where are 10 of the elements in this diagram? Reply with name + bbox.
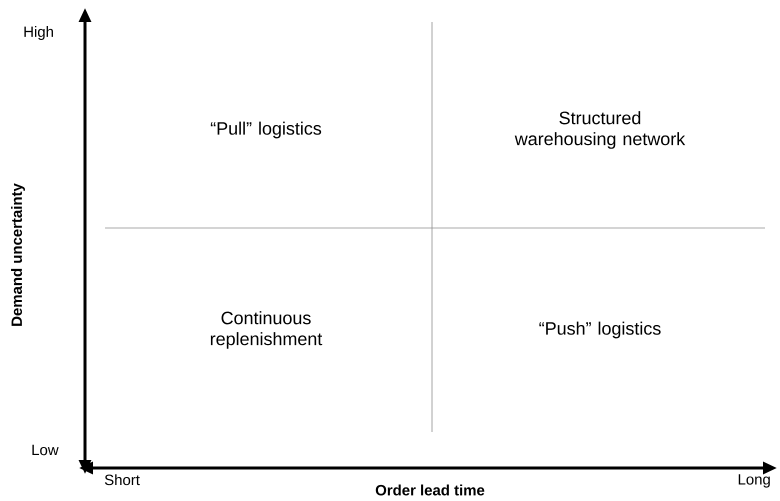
tick-label: Long [738, 474, 770, 488]
tick-label: Short [104, 474, 140, 486]
axis-label: Demand uncertainty [11, 183, 25, 326]
quadrant-label: “Push” logistics [539, 322, 661, 338]
quadrant-label: Continuous replenishment [210, 311, 322, 349]
quadrant-label: “Pull” logistics [210, 122, 322, 138]
tick-label: High [24, 26, 53, 40]
tick-label: Low [32, 444, 59, 456]
axis-label: Order lead time [376, 484, 484, 496]
quadrant-label: Structured warehousing network [514, 111, 686, 149]
